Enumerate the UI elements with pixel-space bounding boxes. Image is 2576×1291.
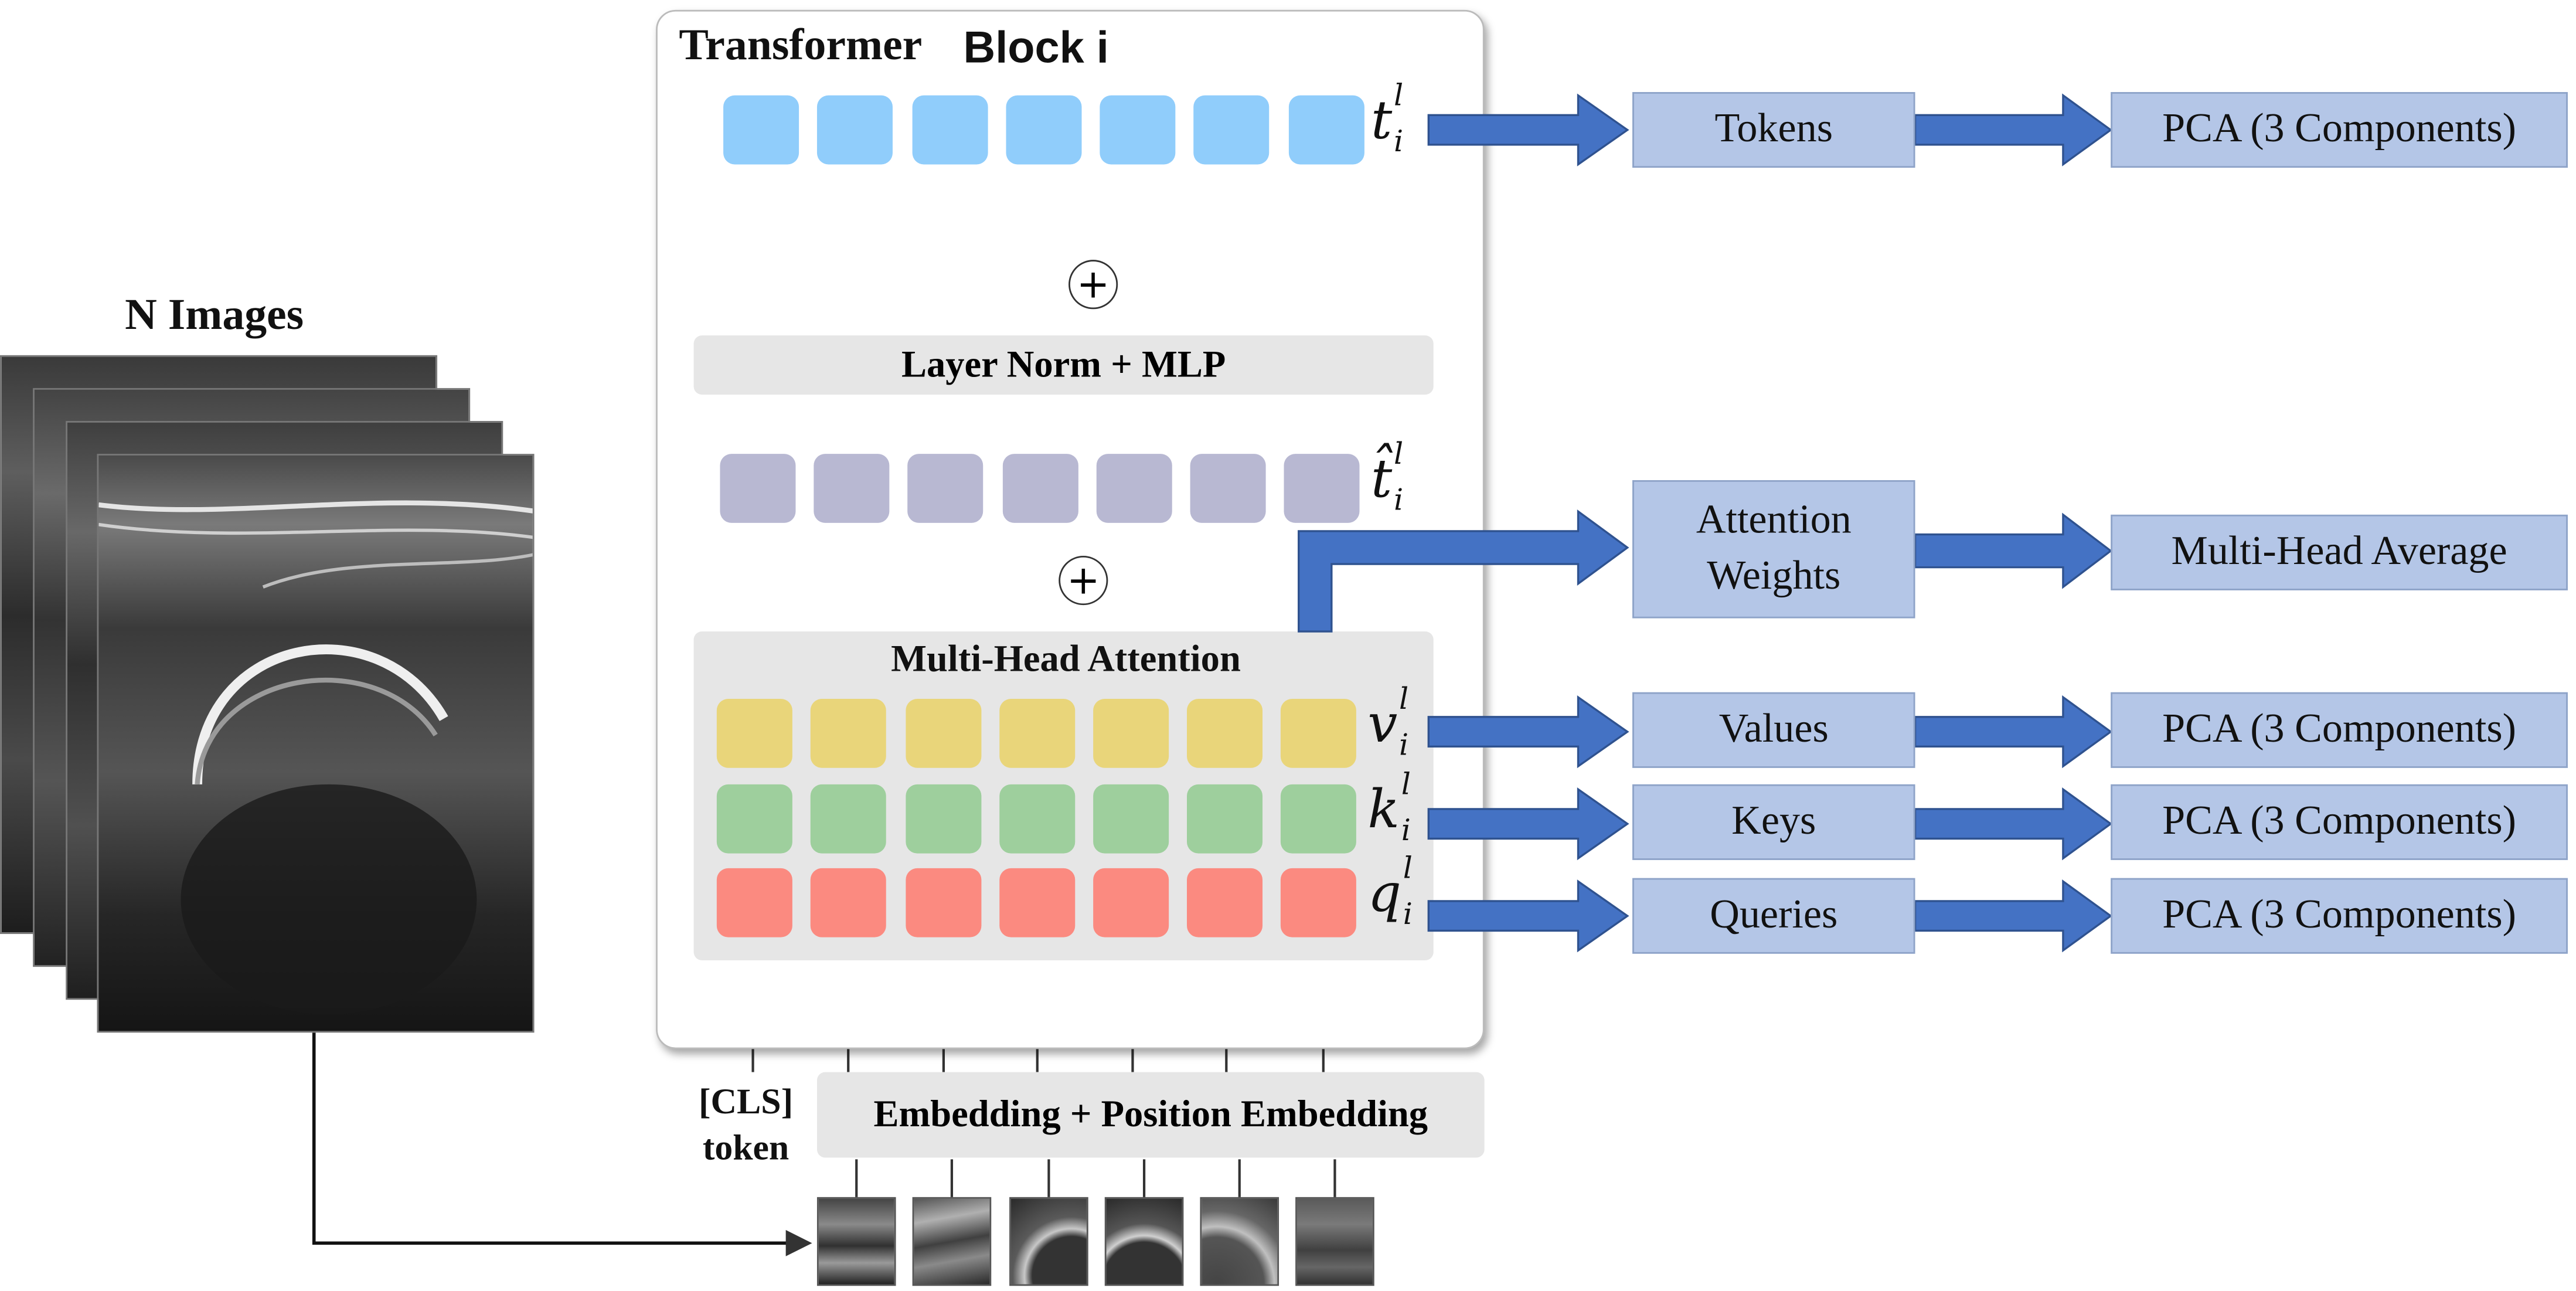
image-patch	[1200, 1197, 1280, 1286]
query-token	[1280, 868, 1356, 937]
query-token	[716, 868, 792, 937]
key-token	[716, 784, 792, 854]
output-token	[723, 95, 799, 165]
value-token	[1093, 698, 1169, 768]
patch-connectors	[855, 1159, 1336, 1197]
keys-arrow	[1427, 787, 1629, 861]
output-token	[912, 95, 988, 165]
output-token	[1193, 95, 1270, 165]
keys-post-arrow	[1914, 787, 2113, 861]
key-token	[810, 784, 886, 854]
ultrasound-image	[98, 500, 533, 1015]
key-token	[999, 784, 1076, 854]
intermediate-token	[907, 454, 984, 523]
value-token	[906, 698, 982, 768]
query-token	[999, 868, 1076, 937]
block-index: Block i	[963, 23, 1109, 73]
multi-head-average-box: Multi-Head Average	[2111, 514, 2568, 590]
image-patch	[1295, 1197, 1374, 1286]
key-token	[1280, 784, 1356, 854]
output-token	[1006, 95, 1082, 165]
queries-arrow	[1427, 879, 1629, 953]
intermediate-token	[1190, 454, 1266, 523]
images-to-patches-arrow	[312, 1032, 812, 1256]
attention-post-arrow	[1914, 512, 2113, 589]
block-title: Transformer	[679, 19, 923, 69]
tokens-box: Tokens	[1632, 92, 1915, 168]
values-arrow	[1427, 695, 1629, 769]
queries-box: Queries	[1632, 878, 1915, 954]
intermediate-token	[1096, 454, 1172, 523]
intermediate-token	[1284, 454, 1360, 523]
output-token	[1100, 95, 1176, 165]
tokens-arrow	[1427, 93, 1629, 167]
attention-weights-box: Attention Weights	[1632, 480, 1915, 619]
intermediate-token	[720, 454, 796, 523]
value-token	[810, 698, 886, 768]
keys-box: Keys	[1632, 784, 1915, 860]
tokens-post-arrow	[1914, 93, 2113, 167]
image-patch	[912, 1197, 992, 1286]
intermediate-token	[1002, 454, 1078, 523]
residual-add-icon: +	[1059, 555, 1108, 606]
query-token	[906, 868, 982, 937]
layer-norm-mlp: Layer Norm + MLP	[693, 335, 1434, 395]
key-token	[1093, 784, 1169, 854]
cls-token-label: [CLS] token	[698, 1080, 794, 1167]
mha-title: Multi-Head Attention	[891, 638, 1241, 680]
attention-arrow	[1298, 509, 1629, 633]
key-token	[1186, 784, 1263, 854]
output-token	[816, 95, 893, 165]
values-post-arrow	[1914, 695, 2113, 769]
tokens-pca-box: PCA (3 Components)	[2111, 92, 2568, 168]
query-token	[810, 868, 886, 937]
residual-add-icon: +	[1068, 260, 1118, 310]
query-token	[1093, 868, 1169, 937]
value-token	[1280, 698, 1356, 768]
value-token	[1186, 698, 1263, 768]
queries-pca-box: PCA (3 Components)	[2111, 878, 2568, 954]
value-token	[999, 698, 1076, 768]
output-token	[1288, 95, 1364, 165]
images-title: N Images	[125, 289, 304, 339]
intermediate-token	[814, 454, 890, 523]
value-token	[716, 698, 792, 768]
image-patch	[816, 1197, 896, 1286]
image-patch	[1009, 1197, 1088, 1286]
key-token	[906, 784, 982, 854]
keys-pca-box: PCA (3 Components)	[2111, 784, 2568, 860]
image-patch	[1104, 1197, 1184, 1286]
embedding-bar: Embedding + Position Embedding	[816, 1072, 1485, 1158]
values-box: Values	[1632, 692, 1915, 768]
query-token	[1186, 868, 1263, 937]
values-pca-box: PCA (3 Components)	[2111, 692, 2568, 768]
queries-post-arrow	[1914, 879, 2113, 953]
